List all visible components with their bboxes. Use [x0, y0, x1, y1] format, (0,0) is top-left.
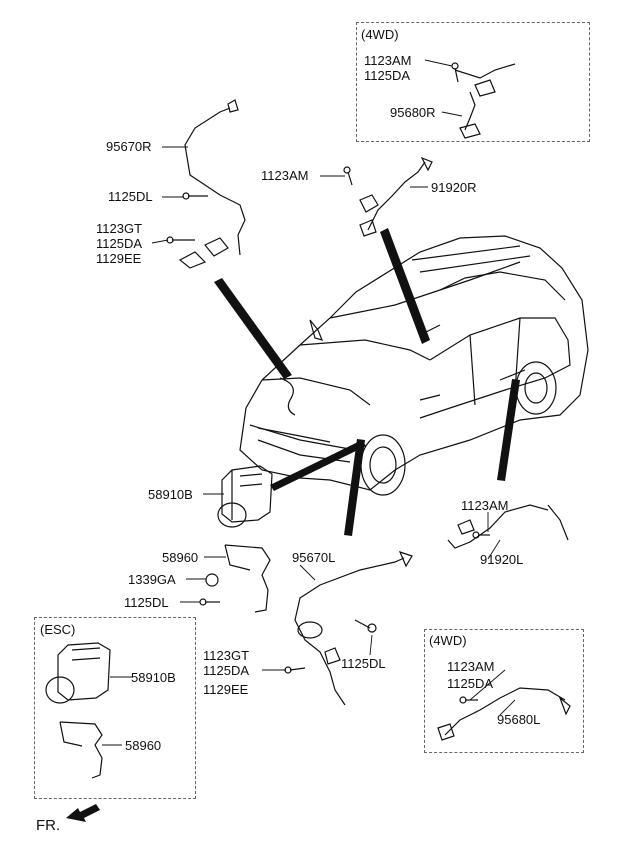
label-1125da-a: 1125DA [364, 68, 411, 83]
label-91920r: 91920R [431, 180, 477, 195]
esc-group-box [34, 617, 196, 799]
label-58960-a: 58960 [162, 550, 199, 565]
label-1125dl-b: 1125DL [124, 595, 169, 610]
hecu-58910b [217, 465, 273, 528]
front-label: FR. [36, 817, 61, 834]
sensor-95680l [437, 687, 571, 741]
sensor-95680r [451, 62, 516, 139]
label-4wd-top: (4WD) [361, 27, 399, 42]
label-1125dl-c: 1125DL [341, 656, 386, 671]
label-1123am-d: 1123AM [447, 659, 495, 674]
label-58910b-a: 58910B [148, 487, 193, 502]
label-1125da-d: 1125DA [447, 676, 494, 691]
vehicle-illustration [239, 235, 589, 496]
label-1125dl-a: 1125DL [108, 189, 153, 204]
label-1125da-c: 1125DA [203, 663, 250, 678]
label-1125da-b: 1125DA [96, 236, 143, 251]
harness-91920r [343, 156, 433, 237]
harness-91920l [447, 504, 569, 549]
label-1123gt-b: 1123GT [203, 648, 250, 663]
4wd-group-box-bottom [424, 629, 584, 753]
wheel-speed-sensor-95670l [284, 551, 413, 706]
label-4wd-bottom: (4WD) [429, 633, 467, 648]
label-58910b-b: 58910B [131, 670, 176, 685]
4wd-group-box-top [356, 22, 590, 142]
label-95670l: 95670L [292, 550, 336, 565]
label-58960-b: 58960 [125, 738, 162, 753]
label-1123am-a: 1123AM [364, 53, 412, 68]
wheel-speed-sensor-95670r [166, 99, 246, 269]
bracket-58960 [199, 544, 271, 613]
label-95680r: 95680R [390, 105, 436, 120]
label-1123am-b: 1123AM [261, 168, 309, 183]
leader-bands [214, 228, 520, 536]
label-esc: (ESC) [40, 622, 76, 637]
label-95670r: 95670R [106, 139, 152, 154]
label-1339ga: 1339GA [128, 572, 176, 587]
label-1129ee-a: 1129EE [96, 251, 142, 266]
front-arrow-icon [66, 804, 100, 822]
label-1123gt-a: 1123GT [96, 221, 143, 236]
label-95680l: 95680L [497, 712, 541, 727]
esc-hecu [45, 642, 111, 779]
label-91920l: 91920L [480, 552, 524, 567]
label-1123am-c: 1123AM [461, 498, 509, 513]
label-1129ee-b: 1129EE [203, 682, 249, 697]
label-leader-lines [102, 59, 516, 746]
